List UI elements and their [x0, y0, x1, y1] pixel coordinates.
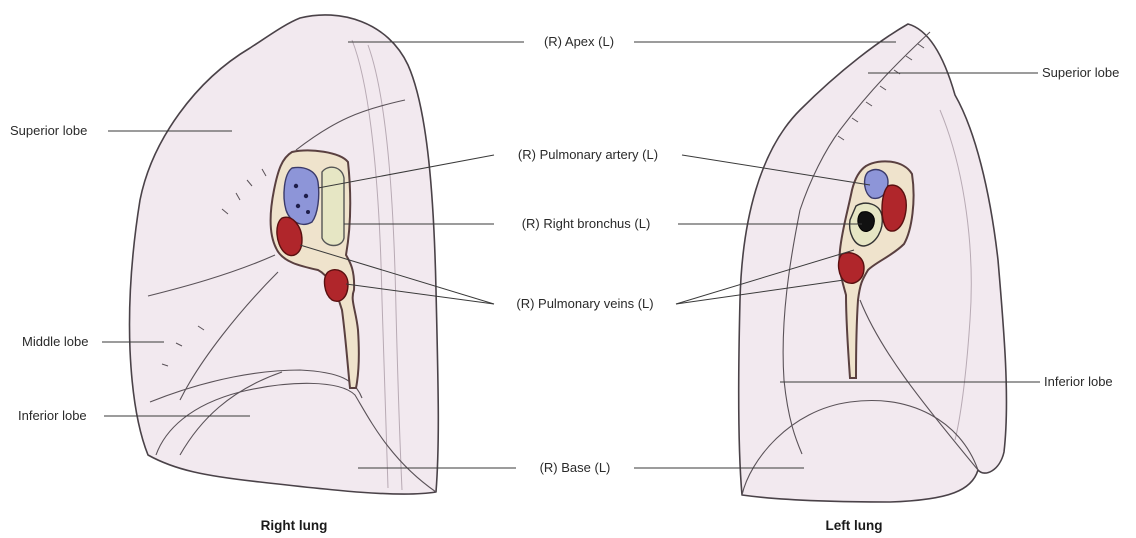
- label-right-bronchus: (R) Right bronchus (L): [522, 216, 651, 231]
- left-bronchus-lumen: [858, 212, 875, 232]
- artery-dot: [294, 184, 298, 188]
- label-pulmonary-artery: (R) Pulmonary artery (L): [518, 147, 658, 162]
- caption-right-lung: Right lung: [261, 518, 328, 533]
- label-right-middle-lobe: Middle lobe: [22, 334, 89, 349]
- right-pulmonary-artery: [284, 168, 319, 225]
- label-pulmonary-veins: (R) Pulmonary veins (L): [516, 296, 653, 311]
- label-apex: (R) Apex (L): [544, 34, 614, 49]
- label-right-superior-lobe: Superior lobe: [10, 123, 87, 138]
- artery-dot: [296, 204, 300, 208]
- label-left-inferior-lobe: Inferior lobe: [1044, 374, 1113, 389]
- right-pulmonary-vein-lower: [325, 270, 348, 302]
- left-pulmonary-vein-lower: [839, 253, 864, 283]
- artery-dot: [304, 194, 308, 198]
- artery-dot: [306, 210, 310, 214]
- label-right-inferior-lobe: Inferior lobe: [18, 408, 87, 423]
- captions: Right lung Left lung: [261, 518, 883, 533]
- caption-left-lung: Left lung: [826, 518, 883, 533]
- right-lung: [129, 15, 438, 494]
- label-base: (R) Base (L): [540, 460, 611, 475]
- label-left-superior-lobe: Superior lobe: [1042, 65, 1119, 80]
- left-lung: [739, 24, 1007, 502]
- right-bronchus: [322, 167, 344, 245]
